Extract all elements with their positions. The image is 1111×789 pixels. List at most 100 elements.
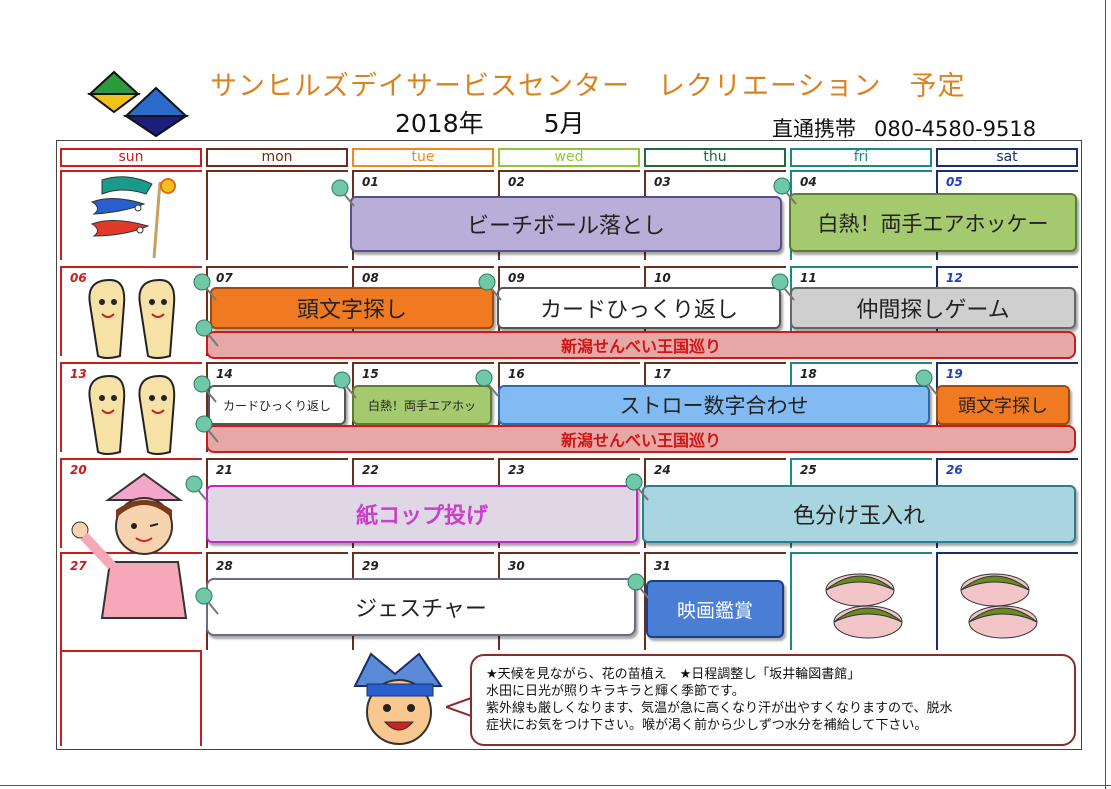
day-number: 09 bbox=[508, 271, 525, 285]
day-number: 17 bbox=[654, 367, 671, 381]
pushpin-icon bbox=[912, 368, 942, 398]
day-number: 20 bbox=[70, 463, 87, 477]
contact-info: 直通携帯 080-4580-9518 bbox=[772, 113, 1036, 143]
event-gesture: ジェスチャー bbox=[206, 578, 636, 636]
page-divider bbox=[0, 785, 1111, 786]
day-number: 18 bbox=[800, 367, 817, 381]
boy-kabuto-illustration bbox=[345, 650, 455, 748]
day-number: 01 bbox=[362, 175, 379, 189]
weekday-mon: mon bbox=[206, 148, 348, 167]
pushpin-icon bbox=[768, 272, 798, 302]
month-label: 5月 bbox=[543, 109, 585, 138]
day-number: 04 bbox=[800, 175, 817, 189]
event-card-flip-small: カードひっくり返し bbox=[208, 385, 346, 425]
contact-phone: 080-4580-9518 bbox=[874, 117, 1037, 141]
day-number: 19 bbox=[946, 367, 963, 381]
cell bbox=[644, 552, 786, 650]
day-number: 11 bbox=[800, 271, 817, 285]
notice-line: ★天候を見ながら、花の苗植え ★日程調整し「坂井輪図書館」 bbox=[486, 667, 861, 682]
day-number: 23 bbox=[508, 463, 525, 477]
koinobori-illustration bbox=[82, 172, 192, 262]
event-air-hockey-small: 白熱！両手エアホッ bbox=[352, 385, 492, 425]
pushpin-icon bbox=[472, 368, 502, 398]
pushpin-icon bbox=[475, 272, 505, 302]
pushpin-icon bbox=[328, 178, 358, 208]
pushpin-icon bbox=[192, 318, 222, 348]
cell bbox=[60, 552, 202, 650]
event-color-ball: 色分け玉入れ bbox=[642, 485, 1076, 543]
calendar-frame bbox=[56, 140, 1082, 750]
event-straw: ストロー数字合わせ bbox=[498, 385, 930, 425]
weekday-wed: wed bbox=[498, 148, 640, 167]
pushpin-icon bbox=[190, 272, 220, 302]
event-cup-toss: 紙コップ投げ bbox=[206, 485, 638, 543]
girl-kabuto-illustration bbox=[66, 470, 196, 620]
day-number: 16 bbox=[508, 367, 525, 381]
event-senbei: 新潟せんべい王国巡り bbox=[206, 331, 1076, 359]
notice-bubble: ★天候を見ながら、花の苗植え ★日程調整し「坂井輪図書館」 水田に日光が照りキラ… bbox=[470, 654, 1076, 746]
day-number: 22 bbox=[362, 463, 379, 477]
day-number: 25 bbox=[800, 463, 817, 477]
kashiwamochi-illustration bbox=[820, 560, 910, 646]
day-number: 06 bbox=[70, 271, 87, 285]
weekday-fri: fri bbox=[790, 148, 932, 167]
month-heading: 2018年 5月 bbox=[395, 104, 645, 140]
event-beach-ball: ビーチボール落とし bbox=[350, 196, 782, 252]
kashiwamochi-illustration bbox=[955, 560, 1045, 646]
cell bbox=[60, 650, 202, 746]
cell bbox=[60, 458, 202, 548]
pushpin-icon bbox=[770, 176, 800, 206]
event-friends: 仲間探しゲーム bbox=[790, 287, 1076, 329]
pushpin-icon bbox=[330, 370, 360, 400]
day-number: 05 bbox=[946, 175, 963, 189]
notice-line: 症状にお気をつけ下さい。喉が渇く前から少しずつ水分を補給して下さい。 bbox=[486, 718, 928, 733]
day-number: 02 bbox=[508, 175, 525, 189]
weekday-tue: tue bbox=[352, 148, 494, 167]
event-card-flip: カードひっくり返し bbox=[497, 287, 781, 329]
day-number: 10 bbox=[654, 271, 671, 285]
day-number: 27 bbox=[70, 559, 87, 573]
cell bbox=[206, 266, 348, 356]
day-number: 08 bbox=[362, 271, 379, 285]
senbei-mascot-illustration bbox=[76, 274, 192, 360]
cell bbox=[60, 362, 202, 452]
pushpin-icon bbox=[192, 414, 222, 444]
cell bbox=[206, 362, 348, 452]
kabuto-logo bbox=[86, 68, 190, 138]
pushpin-icon bbox=[192, 586, 222, 616]
pushpin-icon bbox=[190, 374, 220, 404]
day-number: 07 bbox=[216, 271, 233, 285]
pushpin-icon bbox=[182, 474, 212, 504]
year-label: 2018年 bbox=[395, 109, 484, 138]
day-number: 13 bbox=[70, 367, 87, 381]
event-initials-2: 頭文字探し bbox=[936, 385, 1070, 425]
weekday-sat: sat bbox=[936, 148, 1078, 167]
notice-line: 紫外線も厳しくなります、気温が急に高くなり汗が出やすくなりますので、脱水 bbox=[486, 701, 953, 716]
weekday-sun: sun bbox=[60, 148, 202, 167]
page-title: サンヒルズデイサービスセンター レクリエーション 予定 bbox=[210, 71, 966, 102]
cell bbox=[790, 552, 932, 650]
cell bbox=[60, 170, 202, 260]
cell bbox=[206, 170, 348, 260]
day-number: 28 bbox=[216, 559, 233, 573]
day-number: 15 bbox=[362, 367, 379, 381]
event-movie: 映画鑑賞 bbox=[646, 580, 784, 638]
event-initials: 頭文字探し bbox=[210, 287, 494, 329]
pushpin-icon bbox=[622, 472, 652, 502]
day-number: 21 bbox=[216, 463, 233, 477]
cell bbox=[936, 552, 1078, 650]
event-air-hockey: 白熱！両手エアホッケー bbox=[789, 193, 1077, 252]
day-number: 26 bbox=[946, 463, 963, 477]
day-number: 29 bbox=[362, 559, 379, 573]
day-number: 12 bbox=[946, 271, 963, 285]
page-divider bbox=[1105, 0, 1106, 789]
day-number: 03 bbox=[654, 175, 671, 189]
event-senbei-2: 新潟せんべい王国巡り bbox=[206, 425, 1076, 453]
notice-line: 水田に日光が照りキラキラと輝く季節です。 bbox=[486, 684, 745, 699]
weekday-thu: thu bbox=[644, 148, 786, 167]
day-number: 31 bbox=[654, 559, 671, 573]
pushpin-icon bbox=[624, 572, 654, 602]
contact-label: 直通携帯 bbox=[772, 117, 856, 141]
day-number: 14 bbox=[216, 367, 233, 381]
day-number: 24 bbox=[654, 463, 671, 477]
